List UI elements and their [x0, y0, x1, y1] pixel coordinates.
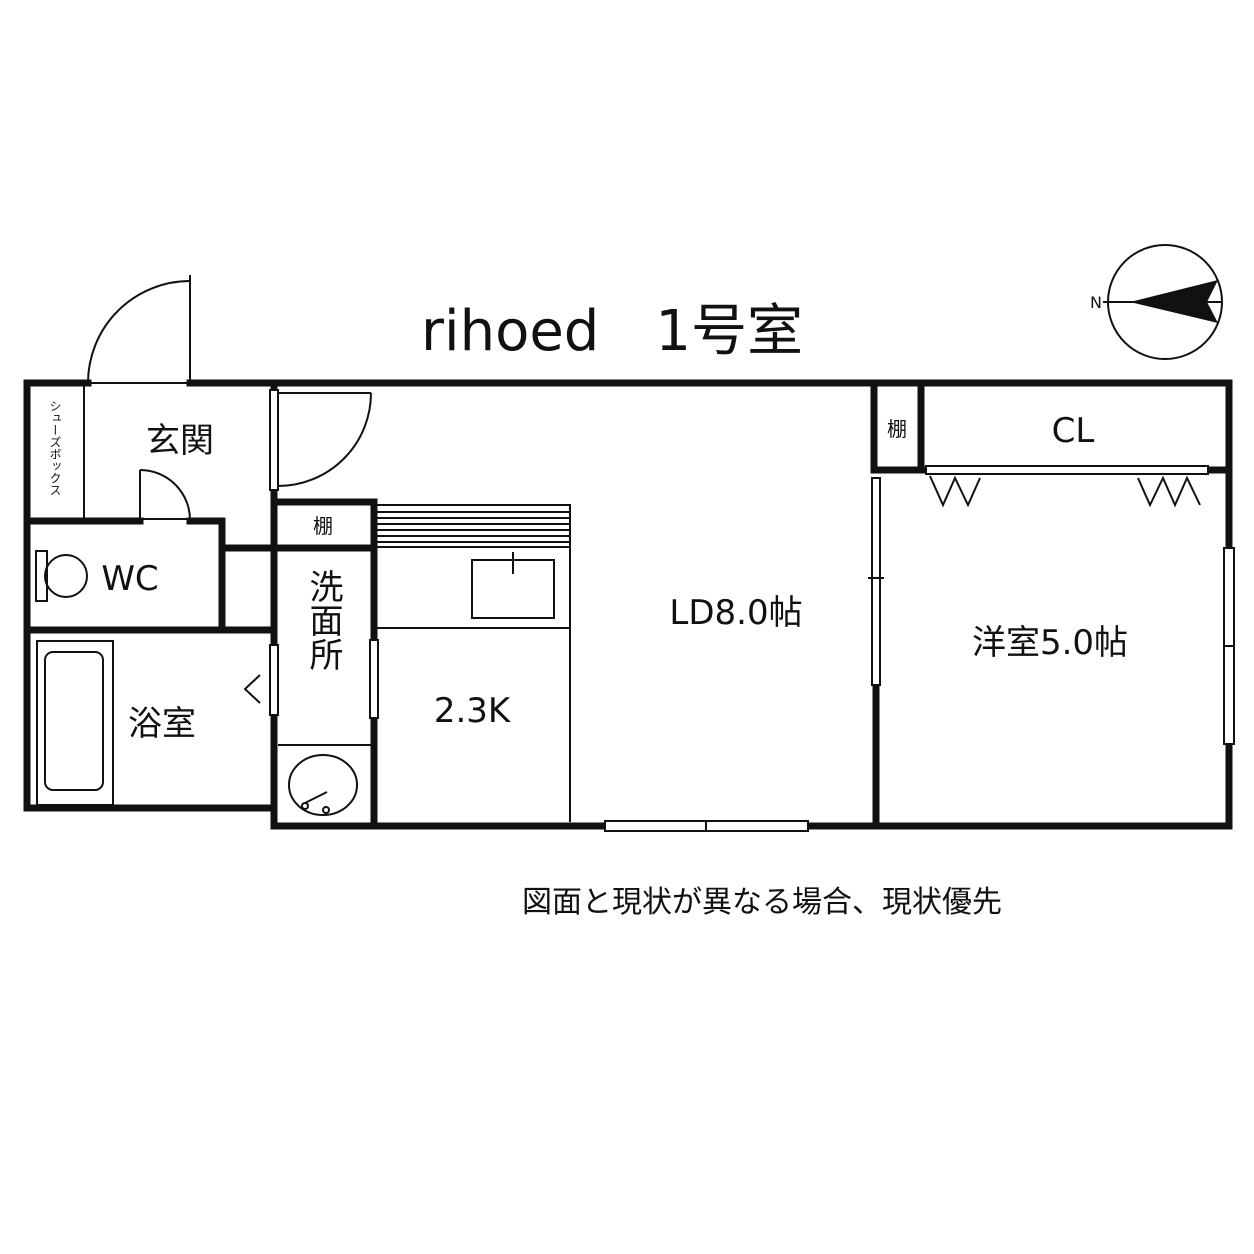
kitchen-label: 2.3K [434, 691, 512, 731]
shelf-upper-label: 棚 [887, 417, 907, 441]
entrance-door [87, 275, 191, 384]
closet-label: CL [1052, 411, 1095, 451]
toilet-icon [35, 550, 88, 602]
living-dining-label: LD8.0帖 [669, 593, 802, 633]
disclaimer-note: 図面と現状が異なる場合、現状優先 [522, 885, 1002, 920]
window-east [1223, 547, 1235, 745]
washroom-label: 洗面所 [303, 569, 343, 671]
compass-icon: N [1090, 244, 1223, 360]
wc-label: WC [101, 559, 158, 599]
shelf-lower-label: 棚 [313, 514, 333, 538]
bath-door [269, 644, 279, 716]
western-room-label: 洋室5.0帖 [972, 623, 1128, 663]
shoe-box: シューズボックス [48, 386, 85, 519]
compass-north-label: N [1090, 293, 1102, 312]
window-south [604, 820, 809, 832]
washroom-door [369, 639, 379, 719]
sliding-door-ld-western [868, 477, 884, 686]
entrance-label: 玄関 [146, 421, 214, 461]
kitchen-counter [375, 504, 571, 822]
plan-title: rihoed 1号室 [421, 299, 803, 364]
ld-door [269, 389, 372, 491]
bath-label: 浴室 [128, 704, 196, 744]
shoe-box-label: シューズボックス [48, 400, 62, 496]
wc-door [139, 469, 192, 522]
kitchen-sink-icon [471, 552, 555, 619]
closet-doors [925, 465, 1209, 508]
wc-walls [23, 517, 278, 634]
bathtub-icon [36, 640, 114, 806]
sink-icon [278, 744, 372, 816]
